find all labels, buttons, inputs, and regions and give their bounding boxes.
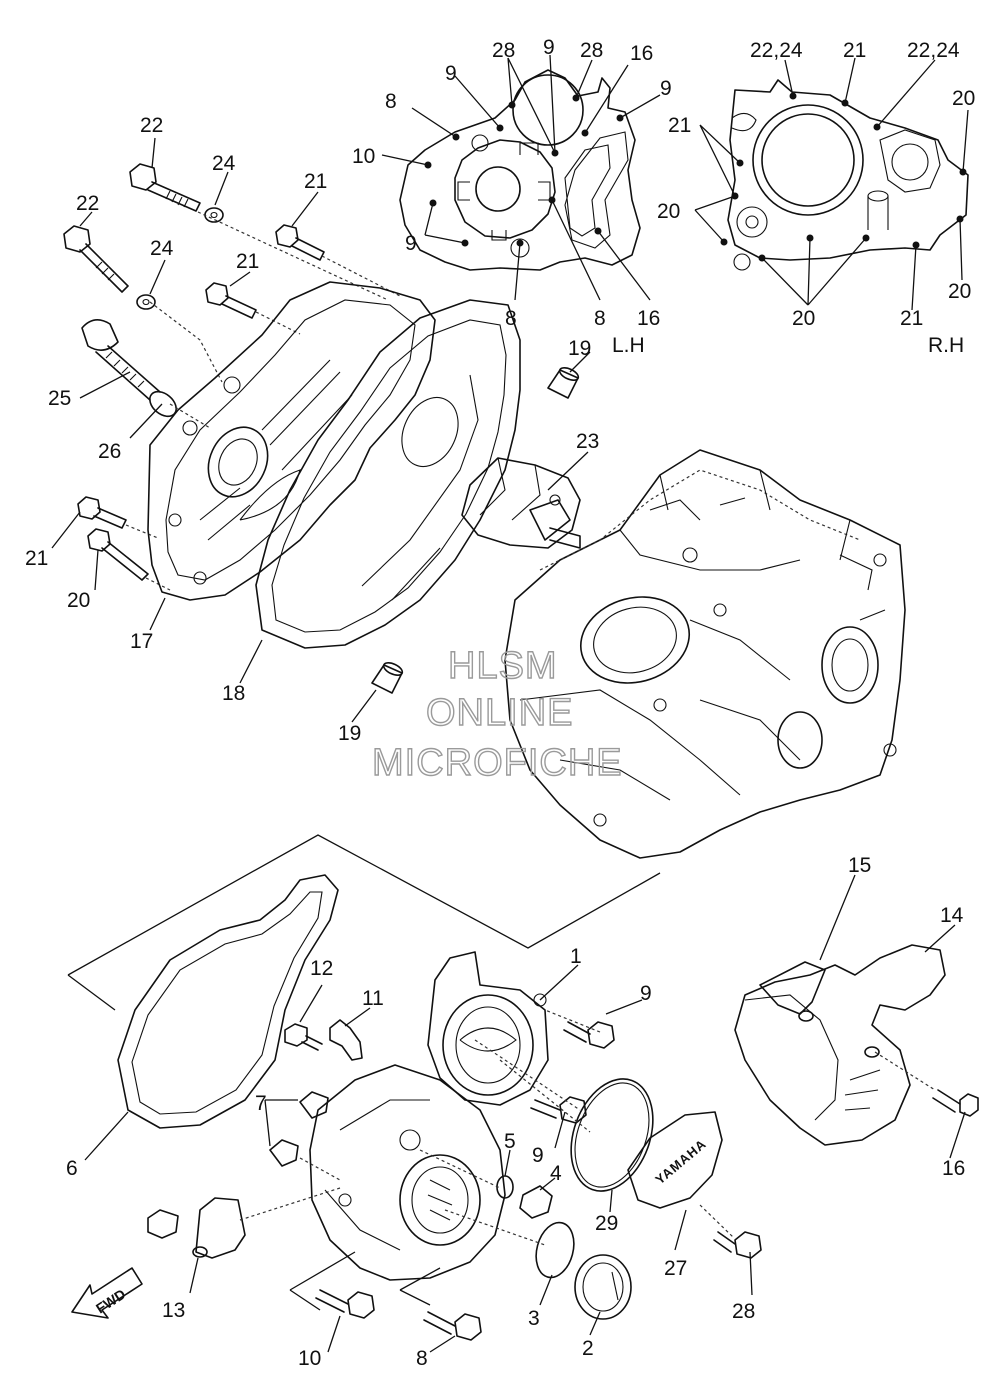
lower-group-outline <box>67 834 661 1311</box>
callout-27: 27 <box>664 1257 687 1280</box>
callout-15: 15 <box>848 854 871 877</box>
callout-22-24: 22,24 <box>907 39 960 62</box>
right-hand-label: R.H <box>928 334 964 357</box>
callout-12: 12 <box>310 957 333 980</box>
callout-20: 20 <box>792 307 815 330</box>
callout-21: 21 <box>304 170 327 193</box>
starter-motor-23 <box>461 457 581 549</box>
side-cover-assembly: YAMAHA <box>147 951 762 1341</box>
sprocket-cover-14 <box>734 944 979 1146</box>
callout-21: 21 <box>843 39 866 62</box>
callout-8: 8 <box>416 1347 428 1370</box>
callout-11: 11 <box>362 987 384 1010</box>
watermark-line-1: HLSM <box>448 645 558 687</box>
callout-7: 7 <box>255 1092 267 1115</box>
callout-10: 10 <box>298 1347 321 1370</box>
callout-26: 26 <box>98 440 121 463</box>
callout-20: 20 <box>67 589 90 612</box>
callout-14: 14 <box>940 904 964 927</box>
rh-bolt-pattern-inset <box>694 57 969 311</box>
callout-17: 17 <box>130 630 153 653</box>
callout-19: 19 <box>338 722 361 745</box>
watermark-line-3: MICROFICHE <box>372 742 623 784</box>
crankcase-block <box>504 449 906 859</box>
callout-2: 2 <box>582 1337 594 1360</box>
callout-18: 18 <box>222 682 245 705</box>
callout-8: 8 <box>594 307 606 330</box>
callout-9: 9 <box>445 62 457 85</box>
leader-lines <box>51 137 966 1353</box>
forward-direction-arrow: FWD <box>71 1267 143 1319</box>
callout-numbers: 28 9 28 16 9 9 8 10 9 8 8 16 22,24 21 22… <box>25 36 975 1370</box>
callout-20: 20 <box>952 87 975 110</box>
callout-19: 19 <box>568 337 591 360</box>
callout-29: 29 <box>595 1212 618 1235</box>
watermark-line-2: ONLINE <box>426 692 573 734</box>
gasket-6 <box>117 874 339 1129</box>
upper-fasteners <box>63 163 580 694</box>
callout-28: 28 <box>580 39 603 62</box>
left-hand-label: L.H <box>612 334 645 357</box>
callout-4: 4 <box>550 1162 562 1185</box>
callout-21: 21 <box>668 114 691 137</box>
callout-22: 22 <box>140 114 163 137</box>
callout-28: 28 <box>492 39 515 62</box>
callout-22-24: 22,24 <box>750 39 803 62</box>
callout-24: 24 <box>212 152 236 175</box>
callout-16: 16 <box>637 307 660 330</box>
callout-8: 8 <box>385 90 397 113</box>
callout-16: 16 <box>630 42 653 65</box>
callout-16: 16 <box>942 1157 965 1180</box>
callout-21: 21 <box>236 250 259 273</box>
callout-9: 9 <box>660 77 672 100</box>
callout-5: 5 <box>504 1130 516 1153</box>
callout-3: 3 <box>528 1307 540 1330</box>
crankcase-cover-17 <box>147 281 436 601</box>
callout-21: 21 <box>900 307 923 330</box>
callout-20: 20 <box>657 200 680 223</box>
watermark: HLSM ONLINE MICROFICHE <box>371 644 623 784</box>
callout-13: 13 <box>162 1299 185 1322</box>
callout-21: 21 <box>25 547 48 570</box>
callout-9: 9 <box>532 1144 544 1167</box>
callout-20: 20 <box>948 280 971 303</box>
callout-28: 28 <box>732 1300 755 1323</box>
lh-bolt-pattern-inset <box>381 54 661 301</box>
callout-10: 10 <box>352 145 375 168</box>
callout-22: 22 <box>76 192 99 215</box>
callout-23: 23 <box>576 430 599 453</box>
callout-9: 9 <box>640 982 652 1005</box>
callout-6: 6 <box>66 1157 78 1180</box>
callout-8: 8 <box>505 307 517 330</box>
callout-1: 1 <box>570 945 582 968</box>
callout-9: 9 <box>405 232 417 255</box>
gasket-18 <box>255 299 521 649</box>
callout-9: 9 <box>543 36 555 59</box>
brand-mark: YAMAHA <box>652 1136 709 1187</box>
callout-24: 24 <box>150 237 174 260</box>
callout-25: 25 <box>48 387 71 410</box>
